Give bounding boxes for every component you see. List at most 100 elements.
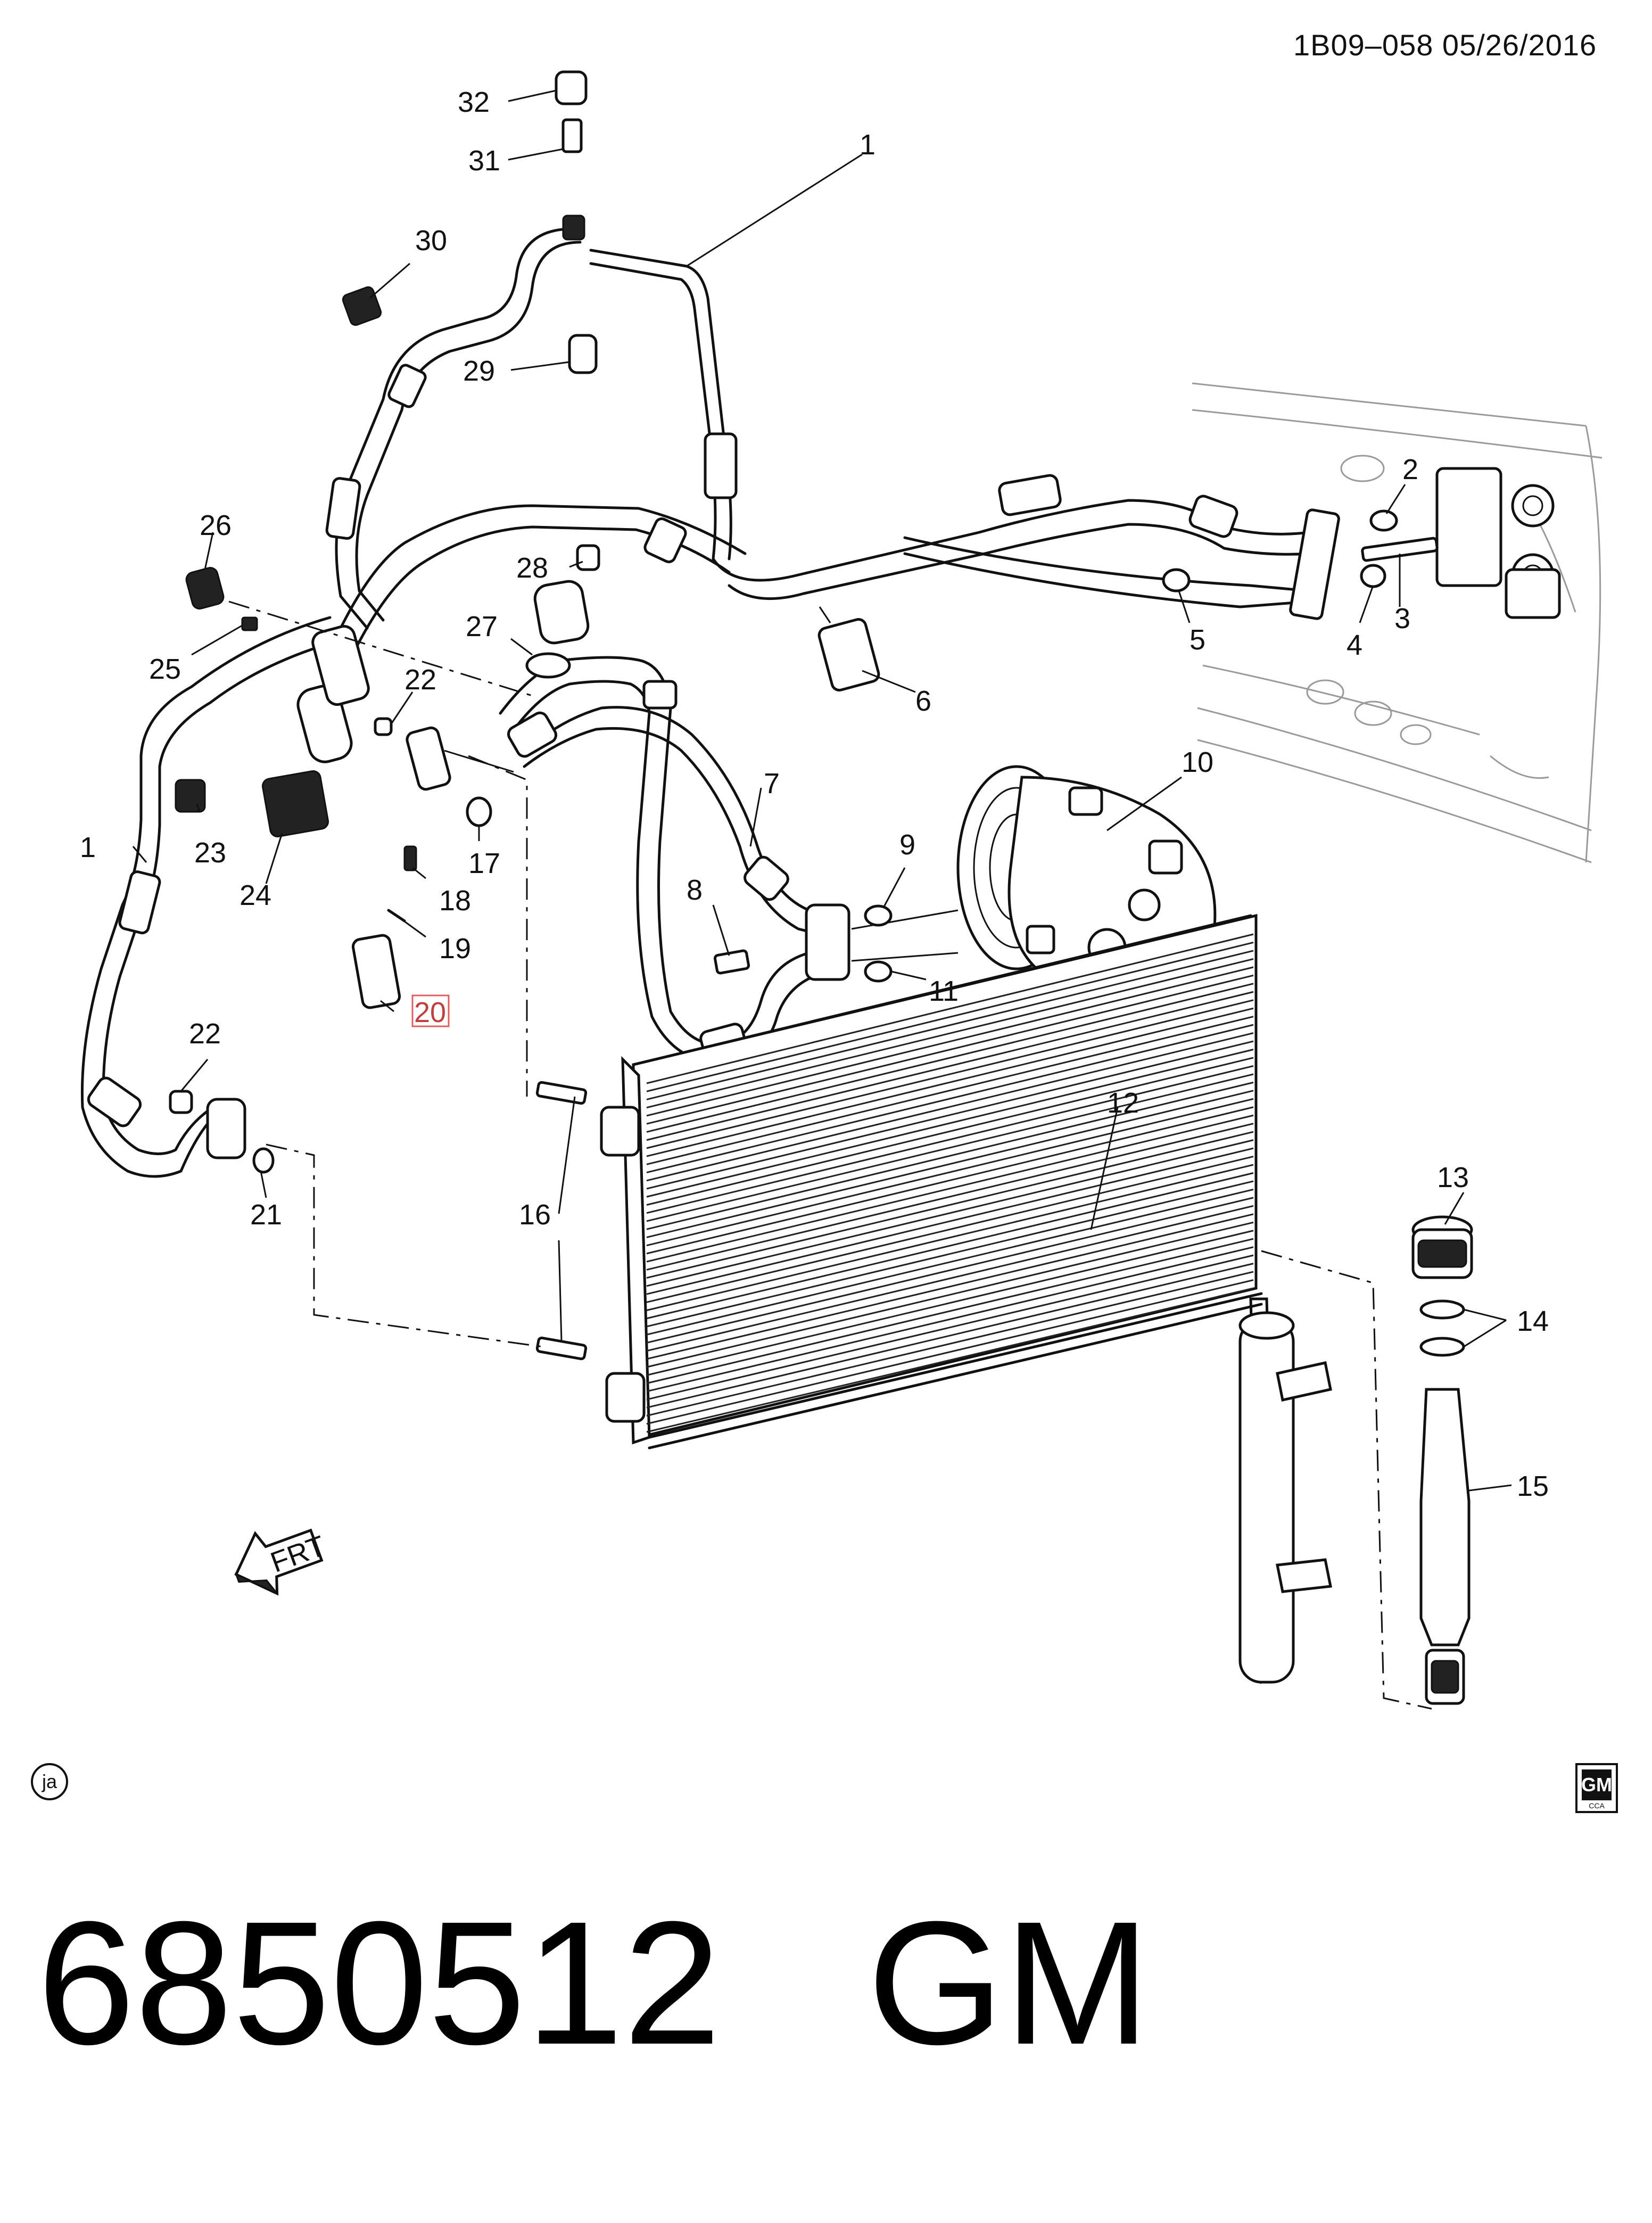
diagram-code-date: 1B09–058 05/26/2016 <box>1293 28 1597 62</box>
callout-8: 8 <box>687 874 703 906</box>
callout-13: 13 <box>1437 1162 1469 1193</box>
condenser-fin <box>646 1156 1254 1303</box>
callout-20: 20 <box>414 997 446 1028</box>
callout-11: 11 <box>929 975 959 1007</box>
ac-hose-assembly <box>80 227 1340 1178</box>
condenser-fin <box>646 966 1254 1117</box>
callout-19: 19 <box>439 933 471 965</box>
vehicle-body-outline <box>1192 382 1603 863</box>
callout-6: 6 <box>915 685 931 717</box>
condenser-fin <box>646 1205 1254 1352</box>
callout-29: 29 <box>463 355 495 387</box>
gm-logo-subtext: CCA <box>1589 1801 1605 1810</box>
callout-26: 26 <box>200 509 232 541</box>
condenser-fin <box>646 1098 1254 1247</box>
condenser-fin <box>646 1279 1254 1425</box>
condenser-fin <box>646 1049 1254 1198</box>
condenser-fin <box>646 958 1254 1109</box>
condenser-fin <box>646 1230 1254 1376</box>
condenser-fin <box>646 1040 1254 1190</box>
condenser-fin <box>646 1221 1254 1368</box>
gm-logo: GM CCA <box>1575 1763 1618 1813</box>
callout-4: 4 <box>1347 629 1362 661</box>
condenser-fin <box>646 1188 1254 1336</box>
callout-21: 21 <box>250 1199 282 1231</box>
condenser-fin <box>646 1287 1254 1433</box>
callout-22-top: 22 <box>404 664 436 696</box>
condenser-fin <box>646 1123 1254 1271</box>
desiccant-assembly <box>1411 1215 1473 1705</box>
callout-1-left: 1 <box>80 831 96 863</box>
callout-3: 3 <box>1394 603 1410 635</box>
condenser-fin <box>646 1057 1254 1206</box>
condenser-fin <box>646 1016 1254 1165</box>
callout-9: 9 <box>899 829 915 861</box>
condenser-fin <box>646 1139 1254 1287</box>
condenser-fin <box>646 1090 1254 1238</box>
callout-5: 5 <box>1190 624 1205 656</box>
line-clip <box>568 334 598 374</box>
condenser-fin <box>646 974 1254 1125</box>
callout-15: 15 <box>1517 1470 1549 1502</box>
condenser-fin <box>646 1164 1254 1311</box>
service-port-cap <box>555 70 588 105</box>
condenser-fin <box>646 1114 1254 1263</box>
front-direction-arrow: FRT <box>234 1528 329 1596</box>
condenser-fin <box>646 1246 1254 1393</box>
callout-24: 24 <box>239 879 271 911</box>
small-components <box>169 70 1439 1174</box>
callout-2: 2 <box>1402 454 1418 485</box>
condenser-fin <box>646 1172 1254 1320</box>
callout-30: 30 <box>415 225 447 257</box>
callout-27: 27 <box>466 611 498 643</box>
condenser-fin <box>646 1032 1254 1182</box>
callout-22-bottom: 22 <box>189 1018 221 1050</box>
highlight-box-20 <box>411 994 450 1027</box>
condenser-fin <box>646 1106 1254 1255</box>
callout-7: 7 <box>764 768 780 800</box>
ja-badge: ja <box>31 1763 68 1800</box>
condenser-fin <box>646 1024 1254 1174</box>
condenser-fin <box>646 1254 1254 1401</box>
condenser-fin <box>646 991 1254 1141</box>
gm-logo-text: GM <box>1581 1769 1612 1800</box>
callout-1-top: 1 <box>860 129 875 161</box>
valve-core <box>561 118 583 153</box>
callout-31: 31 <box>468 145 500 177</box>
condenser-fin <box>646 1147 1254 1295</box>
callout-25: 25 <box>149 653 181 685</box>
frt-text: FRT <box>267 1530 329 1579</box>
condenser <box>600 913 1332 1684</box>
condenser-fin <box>646 1263 1254 1409</box>
condenser-fin <box>646 1131 1254 1279</box>
condenser-fin <box>646 1081 1254 1230</box>
condenser-fin <box>646 983 1254 1133</box>
condenser-fin <box>646 933 1254 1084</box>
callout-23: 23 <box>194 837 226 869</box>
condenser-fin <box>646 1238 1254 1385</box>
condenser-fins <box>646 933 1254 1433</box>
callout-32: 32 <box>458 86 490 118</box>
condenser-fin <box>646 950 1254 1100</box>
callout-17: 17 <box>468 847 500 879</box>
condenser-fin <box>646 1073 1254 1222</box>
condenser-fin <box>646 942 1254 1092</box>
leader-lines <box>132 89 1512 1492</box>
callout-16: 16 <box>519 1199 551 1231</box>
condenser-fin <box>646 999 1254 1149</box>
condenser-fin <box>646 1180 1254 1328</box>
condenser-fin <box>646 1065 1254 1214</box>
callout-10: 10 <box>1182 746 1213 778</box>
callout-labels: 32 31 1 30 29 26 28 27 25 22 6 7 10 23 1… <box>80 86 1549 1502</box>
callout-12: 12 <box>1107 1087 1139 1119</box>
condenser-fin <box>646 1213 1254 1360</box>
callout-18: 18 <box>439 885 471 917</box>
condenser-fin <box>646 1007 1254 1157</box>
condenser-fin <box>646 1197 1254 1344</box>
part-number-title: 6850512 GM <box>37 1884 1151 2081</box>
condenser-fin <box>646 1271 1254 1417</box>
callout-14: 14 <box>1517 1305 1549 1337</box>
expansion-valve <box>1435 467 1561 619</box>
callout-28: 28 <box>516 552 548 584</box>
